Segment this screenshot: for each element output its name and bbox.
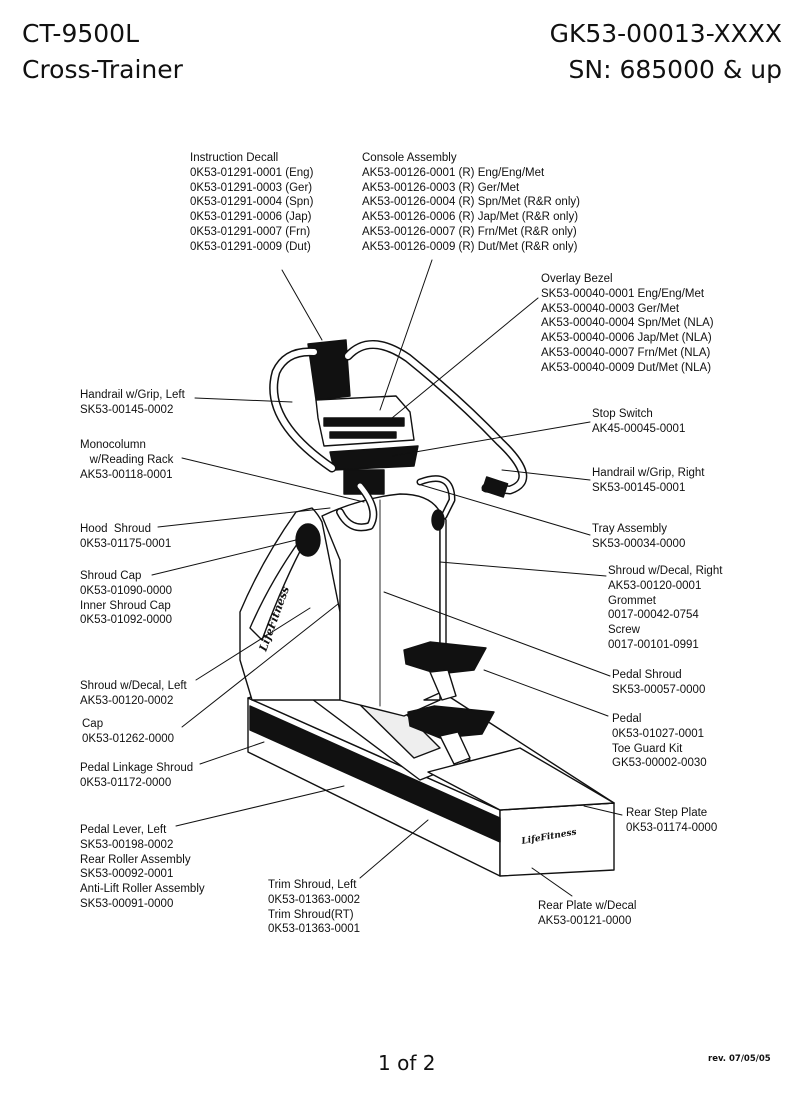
shroud-cap-right [431, 509, 445, 531]
header-left: CT-9500L Cross-Trainer [22, 16, 183, 88]
monocolumn-shape [321, 493, 441, 717]
console-hood [307, 339, 351, 401]
lower-pedal [407, 705, 495, 739]
model-title: CT-9500L [22, 19, 140, 48]
revision-date: rev. 07/05/05 [708, 1054, 771, 1064]
lower-pedal-arm [439, 731, 471, 765]
product-title: Cross-Trainer [22, 55, 183, 84]
left-shroud-shape [239, 507, 341, 701]
tray-shape [329, 445, 419, 471]
upper-pedal [403, 641, 487, 675]
serial-range: SN: 685000 & up [568, 55, 782, 84]
leader-lines [151, 259, 623, 897]
upper-pedal-arm [429, 669, 457, 701]
rear-step-plate-shape [427, 747, 615, 811]
header-right: GK53-00013-XXXX SN: 685000 & up [550, 16, 782, 88]
base-skirt [249, 705, 501, 843]
page-number: 1 of 2 [378, 1051, 436, 1075]
shroud-cap-left [295, 523, 321, 557]
kit-number: GK53-00013-XXXX [549, 19, 782, 48]
